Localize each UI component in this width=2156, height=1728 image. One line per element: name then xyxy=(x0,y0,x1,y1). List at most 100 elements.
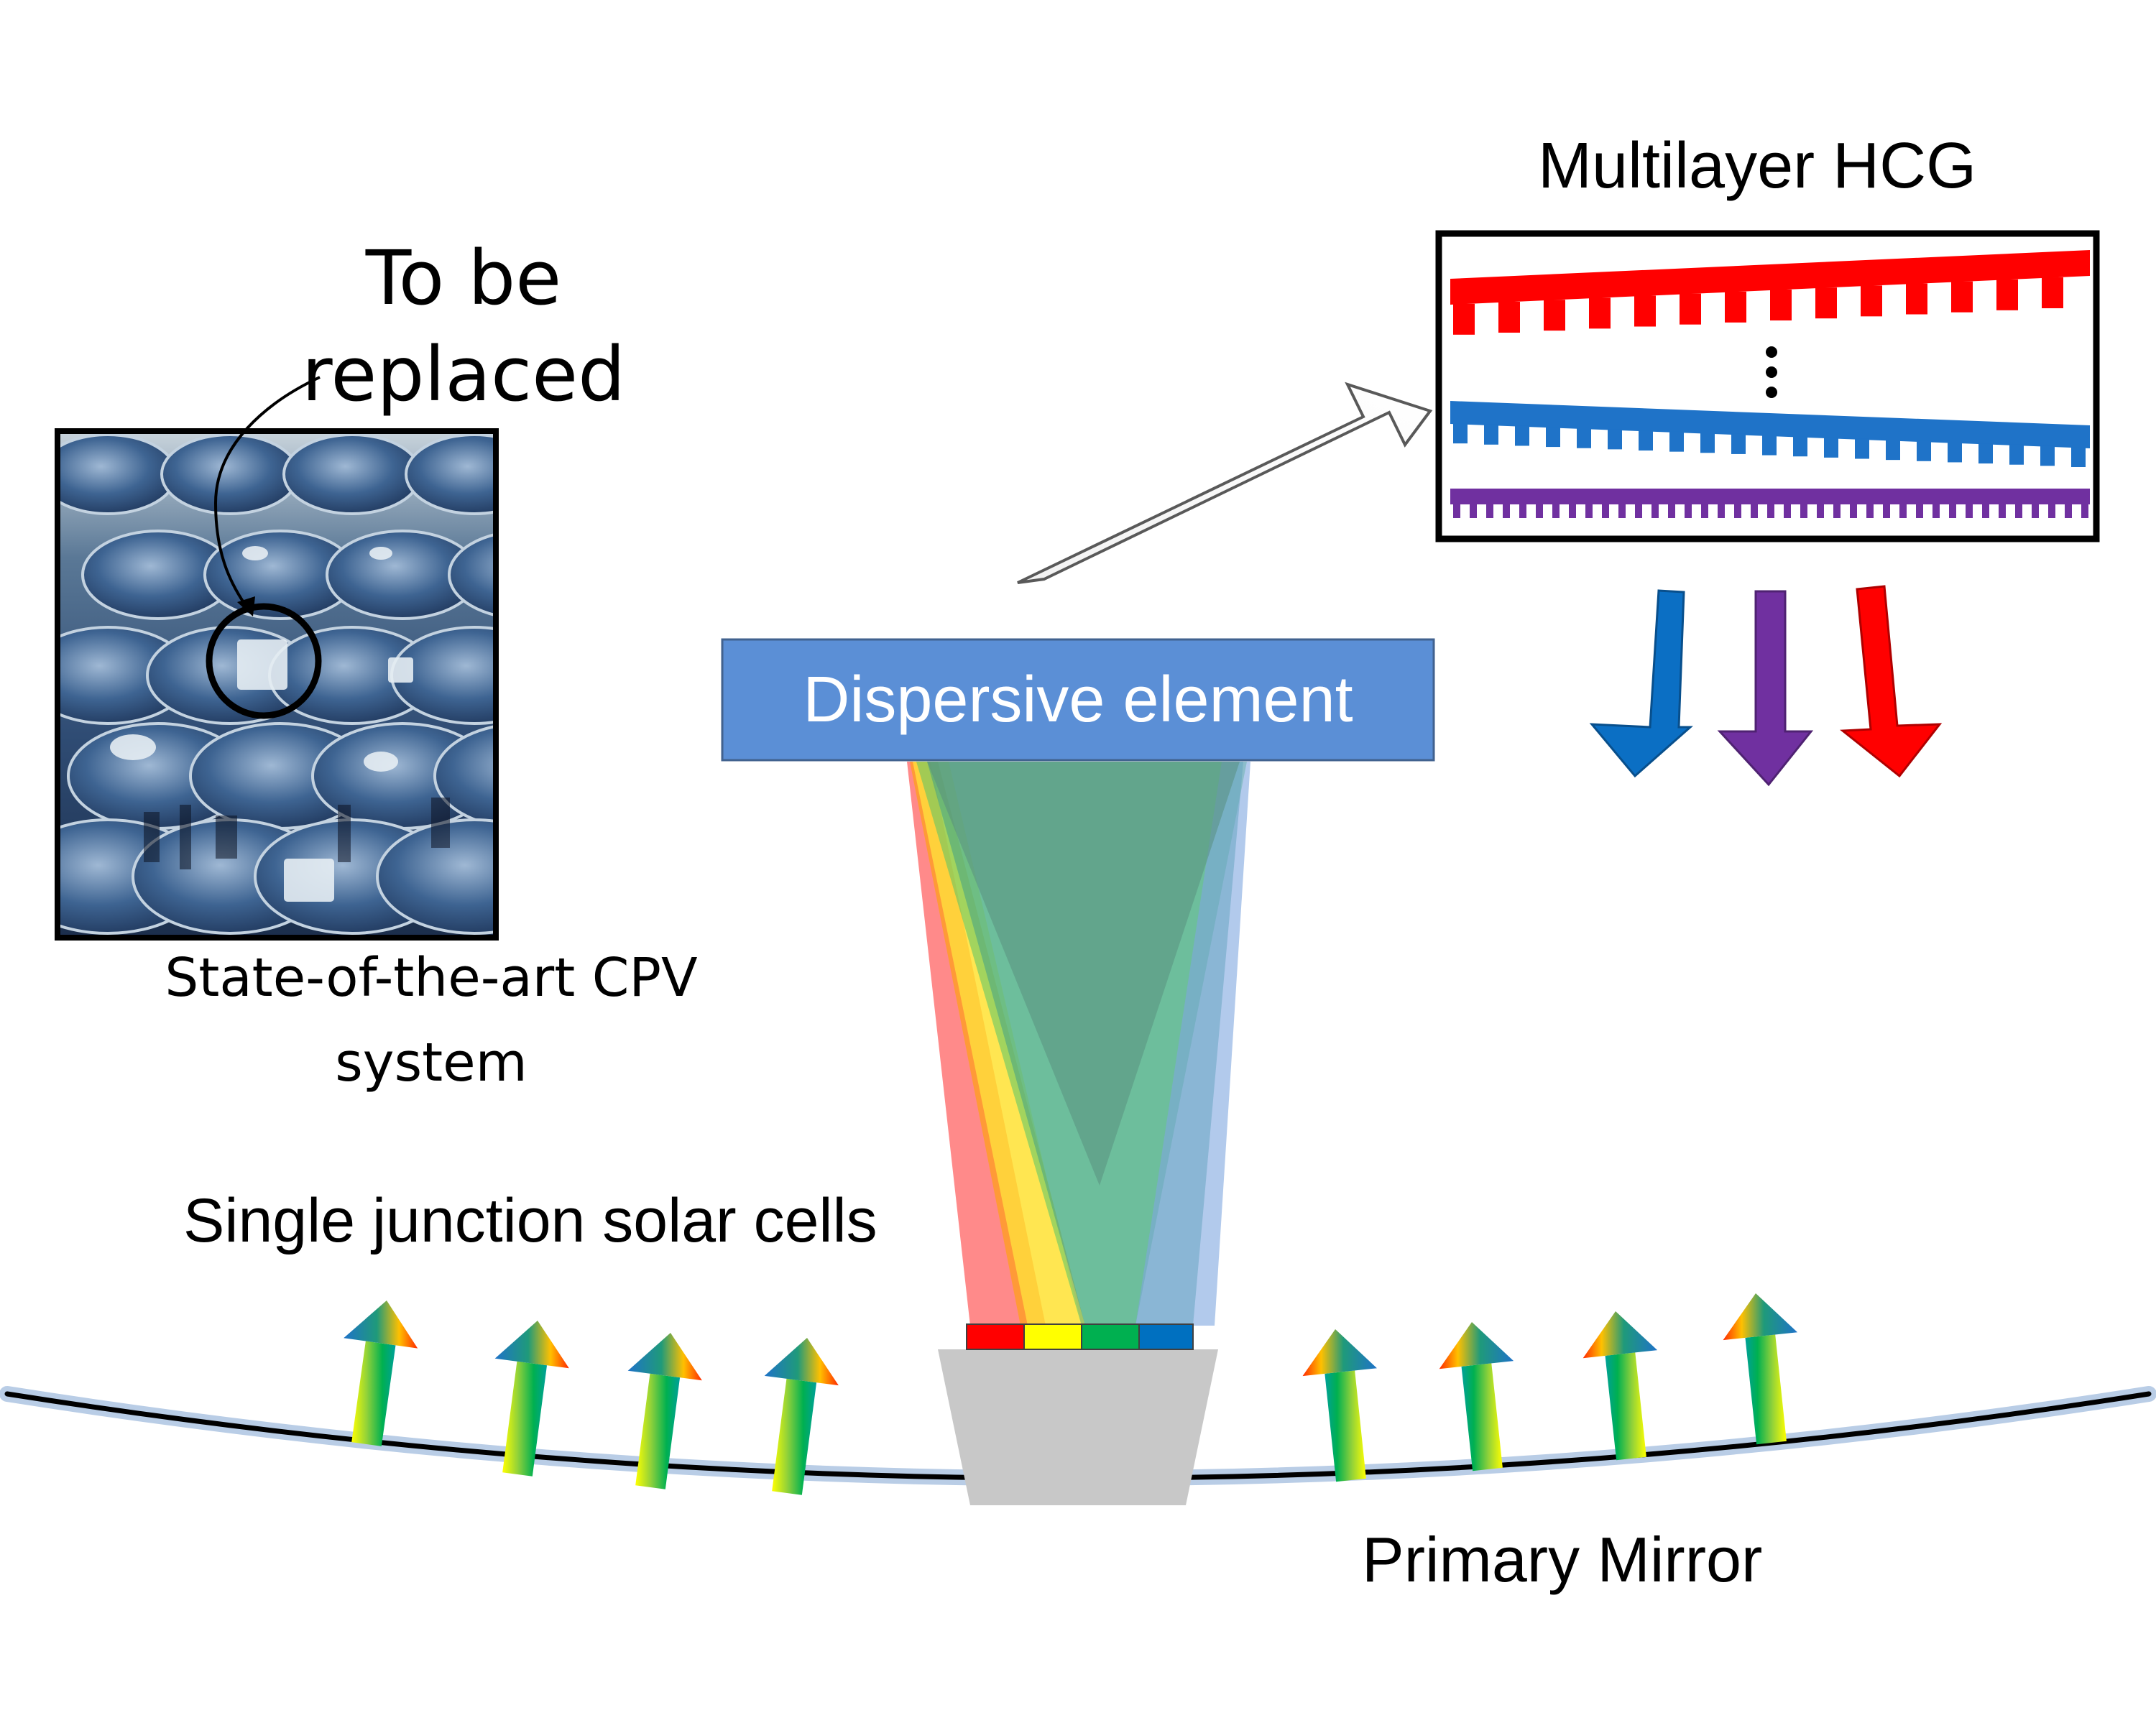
hcg-layer-bottom xyxy=(1450,489,2090,518)
grating-bar xyxy=(1450,489,2090,504)
sunlight-arrow-shaft xyxy=(1461,1363,1503,1471)
cell-blue xyxy=(1138,1323,1194,1350)
grating-tooth xyxy=(1680,293,1701,325)
grating-tooth xyxy=(1734,504,1741,518)
grating-tooth xyxy=(1470,504,1477,518)
grating-tooth xyxy=(2065,504,2072,518)
sunlight-arrow-head xyxy=(627,1333,702,1381)
grating-tooth xyxy=(1668,504,1675,518)
grating-tooth xyxy=(1949,504,1956,518)
multilayer-hcg-label: Multilayer HCG xyxy=(1538,130,1977,202)
dispersive-element-box xyxy=(721,638,1435,762)
grating-tooth xyxy=(1855,438,1869,459)
pointer-curve-arrow xyxy=(213,376,321,605)
grating-tooth xyxy=(1886,440,1900,461)
grating-tooth xyxy=(2081,504,2088,518)
grating-tooth xyxy=(1725,291,1746,323)
grating-tooth xyxy=(1546,427,1560,448)
grating-tooth xyxy=(1700,433,1715,453)
grating-tooth xyxy=(2040,445,2055,466)
grating-tooth xyxy=(1453,504,1460,518)
sunlight-arrows xyxy=(344,1293,1798,1495)
cpv-system-caption: State-of-the-art CPV system xyxy=(165,947,698,1094)
grating-tooth xyxy=(1651,504,1659,518)
grating-tooth xyxy=(1731,433,1746,454)
grating-tooth xyxy=(1503,504,1510,518)
dish-shape xyxy=(282,433,422,515)
grating-tooth xyxy=(1618,504,1626,518)
beam-core xyxy=(927,762,1240,1186)
grating-tooth xyxy=(1978,443,1993,464)
grating-tooth xyxy=(1917,440,1931,461)
grating-tooth xyxy=(1866,504,1874,518)
grating-tooth xyxy=(1484,424,1498,445)
sunlight-arrow xyxy=(344,1300,418,1446)
grating-tooth xyxy=(1569,504,1576,518)
hollow-arrow-icon xyxy=(1017,382,1433,584)
sunlight-arrow xyxy=(764,1338,839,1495)
grating-tooth xyxy=(1589,297,1611,329)
output-arrows xyxy=(1589,585,1943,787)
sunlight-arrow-shaft xyxy=(502,1361,548,1477)
grating-tooth xyxy=(1751,504,1758,518)
sunlight-arrow-head xyxy=(1583,1311,1658,1359)
grating-tooth xyxy=(2048,504,2055,518)
primary-mirror-label: Primary Mirror xyxy=(1362,1524,1763,1595)
grating-tooth xyxy=(1762,435,1777,456)
hcg-layer-middle xyxy=(1450,401,2090,468)
single-junction-label: Single junction solar cells xyxy=(183,1186,877,1255)
grating-tooth xyxy=(1536,504,1543,518)
sunlight-arrow xyxy=(1439,1322,1514,1471)
sunlight-arrow-head xyxy=(494,1321,569,1369)
cell-holder xyxy=(938,1349,1218,1505)
grating-tooth xyxy=(1815,287,1837,319)
grating-tooth xyxy=(1544,300,1565,331)
cell-red xyxy=(966,1323,1025,1350)
sunlight-arrow-shaft xyxy=(772,1378,817,1495)
vertical-ellipsis-icon xyxy=(1766,346,1777,398)
grating-tooth xyxy=(1635,504,1642,518)
grating-tooth xyxy=(1608,429,1622,450)
grating-tooth xyxy=(1718,504,1725,518)
to-be-replaced-label: To be replaced xyxy=(301,234,626,418)
sunlight-arrow-shaft xyxy=(635,1373,681,1489)
grating-tooth xyxy=(1824,437,1838,458)
grating-tooth xyxy=(1817,504,1824,518)
grating-tooth xyxy=(1861,285,1882,317)
grating-tooth xyxy=(1999,504,2006,518)
grating-tooth xyxy=(1916,504,1923,518)
grating-tooth xyxy=(1585,504,1593,518)
beam-blue xyxy=(1135,762,1250,1326)
dish-shape xyxy=(160,433,300,515)
sunlight-arrow xyxy=(627,1333,702,1489)
grating-tooth xyxy=(1966,504,1973,518)
grating-tooth xyxy=(1519,504,1526,518)
sunlight-arrow-shaft xyxy=(1605,1352,1646,1461)
grating-tooth xyxy=(1577,428,1591,448)
grating-tooth xyxy=(1685,504,1692,518)
dish-shape xyxy=(376,818,496,935)
sunlight-arrow-shaft xyxy=(1325,1370,1366,1482)
sunlight-arrow-shaft xyxy=(1745,1334,1787,1445)
grating-tooth xyxy=(2071,447,2086,468)
hcg-layer-top xyxy=(1450,250,2090,335)
grating-tooth xyxy=(1784,504,1791,518)
grating-tooth xyxy=(1800,504,1807,518)
grating-tooth xyxy=(1639,430,1653,451)
dish-shape xyxy=(390,626,496,725)
grating-tooth xyxy=(1899,504,1907,518)
grating-tooth xyxy=(1669,431,1684,452)
grating-tooth xyxy=(1833,504,1841,518)
sunlight-arrow xyxy=(494,1321,569,1477)
grating-tooth xyxy=(1996,279,2018,310)
sunlight-arrow-head xyxy=(344,1300,418,1349)
sunlight-arrow-head xyxy=(1439,1322,1514,1369)
dish-shape xyxy=(433,724,496,828)
grating-tooth xyxy=(2042,277,2063,309)
cell-green xyxy=(1081,1323,1140,1350)
pointer-arrowhead-icon xyxy=(237,596,255,616)
highlight-circle xyxy=(206,603,322,719)
grating-tooth xyxy=(1793,436,1807,457)
